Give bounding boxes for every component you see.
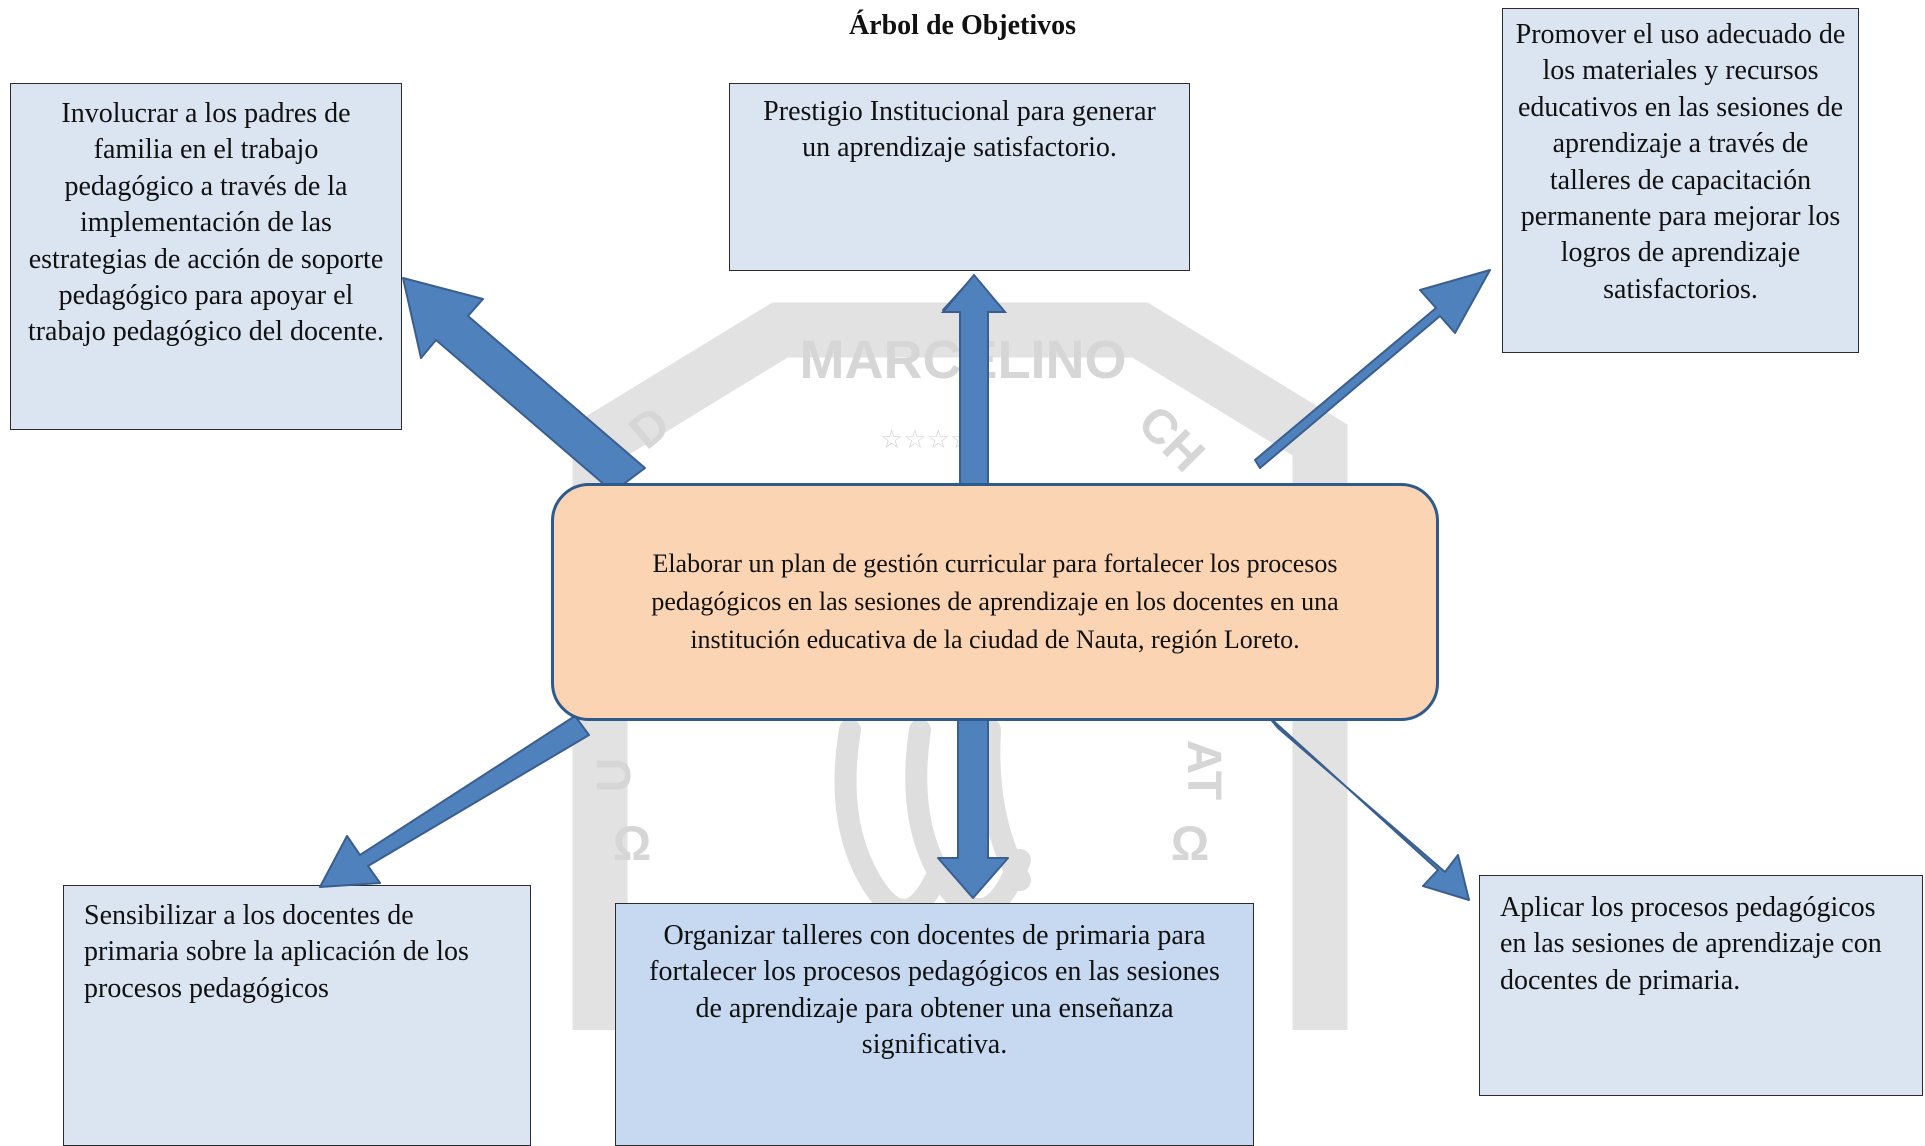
watermark-right-letter-3: Ω xyxy=(1171,818,1209,871)
objective-box-top-right: Promover el uso adecuado de los material… xyxy=(1502,8,1859,353)
objective-box-bottom-left: Sensibilizar a los docentes de primaria … xyxy=(63,885,531,1146)
objective-box-bottom-center: Organizar talleres con docentes de prima… xyxy=(615,903,1254,1146)
watermark-left-letter-4: Ω xyxy=(613,818,651,871)
central-objective-text: Elaborar un plan de gestión curricular p… xyxy=(651,549,1339,654)
arrow-to-top-left xyxy=(402,277,646,493)
objective-text-bottom-center: Organizar talleres con docentes de prima… xyxy=(649,920,1220,1061)
watermark-left-letter-3: U xyxy=(588,758,641,793)
arrow-to-bottom-right xyxy=(1267,715,1470,901)
objective-text-top-center: Prestigio Institucional para generar un … xyxy=(763,96,1156,164)
objective-text-top-right: Promover el uso adecuado de los material… xyxy=(1515,19,1846,305)
watermark-stars: ☆☆☆☆ xyxy=(880,424,973,454)
objective-box-top-center: Prestigio Institucional para generar un … xyxy=(729,83,1190,271)
arrow-to-bottom-center xyxy=(937,711,1009,899)
objective-text-bottom-right: Aplicar los procesos pedagógicos en las … xyxy=(1500,892,1882,996)
arrow-to-bottom-left xyxy=(319,715,590,888)
objective-box-bottom-right: Aplicar los procesos pedagógicos en las … xyxy=(1479,875,1923,1096)
arrow-to-top-right xyxy=(1254,269,1491,469)
objective-text-top-left: Involucrar a los padres de familia en el… xyxy=(27,98,385,348)
central-objective-box: Elaborar un plan de gestión curricular p… xyxy=(551,483,1439,721)
objective-text-bottom-left: Sensibilizar a los docentes de primaria … xyxy=(84,900,469,1004)
objective-box-top-left: Involucrar a los padres de familia en el… xyxy=(10,83,402,430)
watermark-right-letter-2: AT xyxy=(1177,740,1230,800)
arrow-to-top-center-body xyxy=(940,273,1008,487)
diagram-title: Árbol de Objetivos xyxy=(848,10,1077,41)
